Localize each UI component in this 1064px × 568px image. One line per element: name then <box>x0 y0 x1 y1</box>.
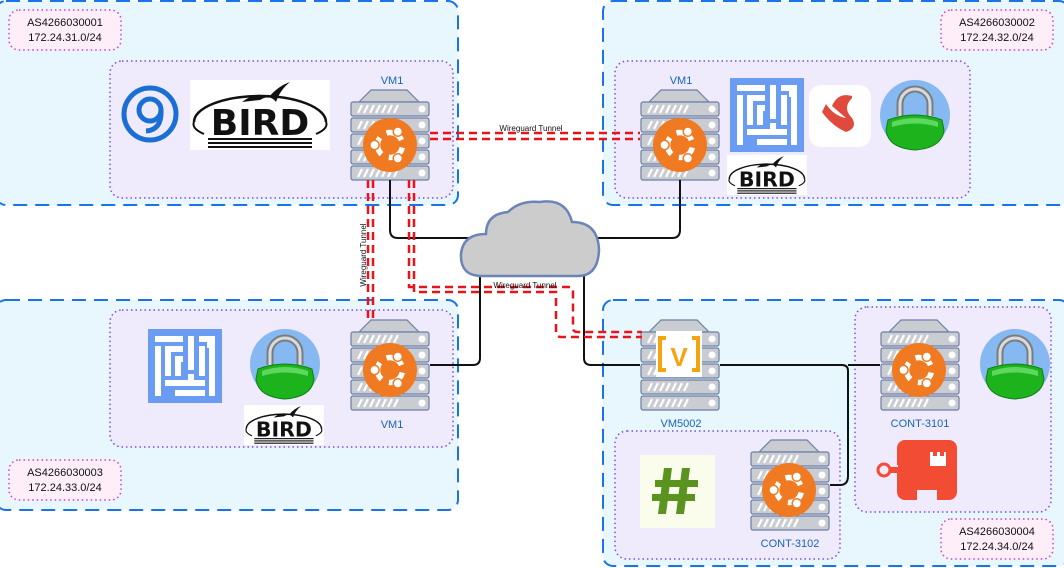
key-icon <box>876 440 957 502</box>
node-label: CONT-3102 <box>761 538 820 550</box>
tunnel-label: Wireguard Tunnel <box>499 124 562 133</box>
maze-icon <box>148 329 222 403</box>
as-label-box: AS4266030001 172.24.31.0/24 <box>8 9 122 51</box>
wireguard-tunnels: Wireguard Tunnel Wireguard Tunnel Wiregu… <box>359 124 642 339</box>
lock-icon <box>880 80 950 150</box>
link-as2-cloud <box>585 180 681 239</box>
subnet-text: 172.24.34.0/24 <box>960 541 1033 553</box>
node-label: VM5002 <box>661 418 702 430</box>
maze-icon <box>730 78 804 152</box>
server-vm1-as2[interactable]: VM1 <box>639 75 721 182</box>
node-label: VM1 <box>670 75 693 87</box>
zerotier-icon <box>121 85 179 143</box>
server-cont-3102[interactable]: CONT-3102 <box>749 438 831 550</box>
ubuntu-icon <box>363 118 417 172</box>
tunnel-as1-as4: Wireguard Tunnel <box>407 180 642 339</box>
as-area-4266030004: AS4266030004 172.24.34.0/24 V VM5002 CON… <box>602 299 1064 567</box>
svg-text:V: V <box>670 342 688 372</box>
lock-icon <box>250 329 320 399</box>
server-vm1-as3[interactable]: VM1 <box>349 318 431 431</box>
node-label: VM1 <box>381 75 404 87</box>
scrypted-icon <box>809 85 871 147</box>
tunnel-label: Wireguard Tunnel <box>359 223 368 286</box>
tunnel-as1-as2: Wireguard Tunnel <box>430 124 640 141</box>
bird-icon <box>243 404 325 446</box>
asn-text: AS4266030001 <box>27 17 103 29</box>
tunnel-label: Wireguard Tunnel <box>493 281 556 290</box>
internet-cloud-icon <box>459 200 601 278</box>
link-vm5002-cont3102 <box>720 364 849 486</box>
ubuntu-icon <box>363 343 417 397</box>
hashtag-icon <box>640 455 715 528</box>
as-area-4266030001: AS4266030001 172.24.31.0/24 VM1 <box>0 0 459 206</box>
asn-text: AS4266030004 <box>959 526 1035 538</box>
node-label: CONT-3101 <box>891 418 950 430</box>
link-as1-cloud <box>389 180 480 239</box>
ubuntu-icon <box>762 463 816 517</box>
asn-text: AS4266030002 <box>959 17 1035 29</box>
ubuntu-icon <box>653 118 707 172</box>
bird-icon <box>188 78 332 152</box>
as-label-box: AS4266030002 172.24.32.0/24 <box>940 9 1054 51</box>
link-as4-cloud <box>583 275 640 366</box>
subnet-text: 172.24.33.0/24 <box>28 482 101 494</box>
vyos-icon: V <box>656 331 702 377</box>
as-area-4266030002: AS4266030002 172.24.32.0/24 VM1 <box>602 0 1064 206</box>
server-vm1-as1[interactable]: VM1 <box>349 75 431 182</box>
node-label: VM1 <box>381 419 404 431</box>
tunnel-as1-as3: Wireguard Tunnel <box>359 180 375 323</box>
server-cont-3101[interactable]: CONT-3101 <box>879 318 961 430</box>
subnet-text: 172.24.32.0/24 <box>960 32 1033 44</box>
as-label-box: AS4266030004 172.24.34.0/24 <box>940 518 1054 560</box>
as-area-4266030003: AS4266030003 172.24.33.0/24 VM1 <box>0 299 459 511</box>
as-label-box: AS4266030003 172.24.33.0/24 <box>8 459 122 501</box>
link-as3-cloud <box>430 275 481 366</box>
bird-icon <box>726 154 808 196</box>
asn-text: AS4266030003 <box>27 467 103 479</box>
internet-links <box>389 180 681 366</box>
ubuntu-icon <box>892 343 946 397</box>
lock-icon <box>980 329 1050 399</box>
subnet-text: 172.24.31.0/24 <box>28 32 101 44</box>
server-vm5002[interactable]: V VM5002 <box>639 318 721 430</box>
